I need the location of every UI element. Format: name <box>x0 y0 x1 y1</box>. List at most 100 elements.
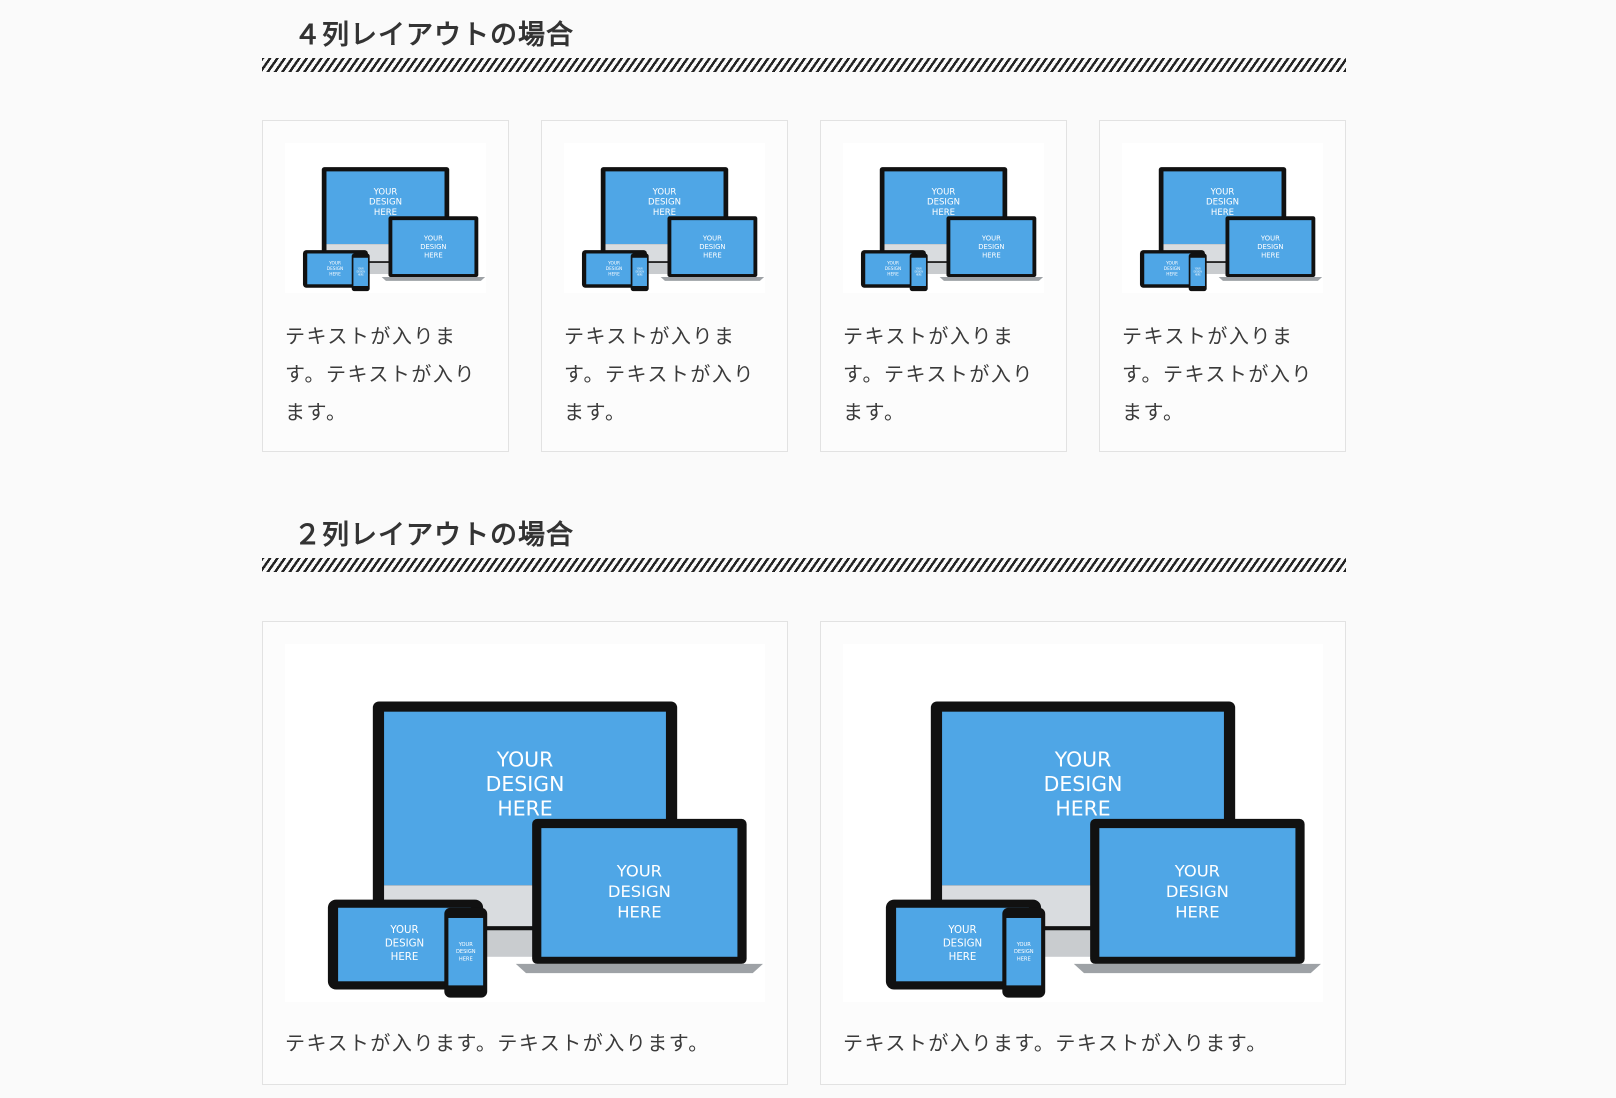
screen-label: HERE <box>887 272 899 278</box>
screen-label: YOUR <box>458 942 474 948</box>
screen-label: DESIGN <box>648 198 681 208</box>
screen-label: DESIGN <box>636 270 645 273</box>
screen-label: YOUR <box>1165 260 1178 266</box>
screen-label: HERE <box>637 273 643 276</box>
screen-label: HERE <box>608 272 620 278</box>
screen-label: HERE <box>1175 902 1219 921</box>
laptop-screen <box>1229 220 1312 275</box>
screen-label: DESIGN <box>1257 243 1283 251</box>
laptop-screen <box>541 828 738 957</box>
laptop-base <box>1073 963 1321 974</box>
device-mockup-svg: YOURDESIGNHEREYOURDESIGNHEREYOURDESIGNHE… <box>1139 167 1323 292</box>
screen-label: HERE <box>459 956 473 962</box>
screen-label: DESIGN <box>608 882 671 901</box>
screen-label: HERE <box>703 252 722 260</box>
laptop-screen <box>950 220 1033 275</box>
laptop-base <box>660 277 765 281</box>
screen-label: YOUR <box>931 187 956 197</box>
screen-label: HERE <box>497 797 552 821</box>
screen-label: HERE <box>329 272 341 278</box>
screen-label: YOUR <box>1210 187 1235 197</box>
device-mockup-svg: YOURDESIGNHEREYOURDESIGNHEREYOURDESIGNHE… <box>327 701 763 998</box>
screen-label: YOUR <box>637 267 643 270</box>
laptop-base <box>939 277 1044 281</box>
screen-label: YOUR <box>423 235 443 243</box>
screen-label: YOUR <box>1260 235 1280 243</box>
screen-label: HERE <box>932 208 955 218</box>
section-heading: ２列レイアウトの場合 <box>294 520 574 551</box>
device-mockup-svg: YOURDESIGNHEREYOURDESIGNHEREYOURDESIGNHE… <box>302 167 486 292</box>
screen-label: HERE <box>1055 797 1110 821</box>
device-mockup-svg: YOURDESIGNHEREYOURDESIGNHEREYOURDESIGNHE… <box>581 167 765 292</box>
card-text: テキストが入ります。テキストが入ります。 <box>843 324 1034 424</box>
screen-label: HERE <box>949 952 977 963</box>
phone-screen <box>448 917 484 986</box>
heading-stripe-divider <box>262 558 1346 572</box>
screen-label: HERE <box>617 902 661 921</box>
screen-label: YOUR <box>1054 748 1112 772</box>
phone-screen <box>1006 917 1042 986</box>
screen-label: YOUR <box>1016 942 1032 948</box>
screen-label: DESIGN <box>1044 772 1123 796</box>
laptop-base <box>381 277 486 281</box>
screen-label: HERE <box>358 273 364 276</box>
screen-label: DESIGN <box>357 270 366 273</box>
phone-screen <box>353 257 368 286</box>
screen-label: DESIGN <box>915 270 924 273</box>
screen-label: DESIGN <box>699 243 725 251</box>
screen-label: DESIGN <box>1166 882 1229 901</box>
screen-label: YOUR <box>616 862 662 881</box>
screen-label: HERE <box>653 208 676 218</box>
screen-label: HERE <box>982 252 1001 260</box>
screen-label: YOUR <box>389 925 418 936</box>
screen-label: DESIGN <box>456 949 476 955</box>
screen-label: DESIGN <box>385 939 424 950</box>
card-text: テキストが入ります。テキストが入ります。 <box>564 324 755 424</box>
screen-label: DESIGN <box>1164 266 1180 272</box>
phone-screen <box>632 257 647 286</box>
screen-label: YOUR <box>886 260 899 266</box>
screen-label: YOUR <box>373 187 398 197</box>
phone-screen <box>1190 257 1205 286</box>
laptop-base <box>1218 277 1323 281</box>
screen-label: DESIGN <box>486 772 565 796</box>
screen-label: DESIGN <box>420 243 446 251</box>
card-text: テキストが入ります。テキストが入ります。 <box>285 324 476 424</box>
screen-label: HERE <box>1166 272 1178 278</box>
screen-label: HERE <box>1017 956 1031 962</box>
screen-label: DESIGN <box>885 266 901 272</box>
card-text: テキストが入ります。テキストが入ります。 <box>1122 324 1313 424</box>
screen-label: YOUR <box>1195 267 1201 270</box>
device-mockup-svg: YOURDESIGNHEREYOURDESIGNHEREYOURDESIGNHE… <box>860 167 1044 292</box>
screen-label: YOUR <box>496 748 554 772</box>
screen-label: DESIGN <box>927 198 960 208</box>
screen-label: DESIGN <box>369 198 402 208</box>
screen-label: YOUR <box>607 260 620 266</box>
screen-label: YOUR <box>358 267 364 270</box>
screen-label: YOUR <box>1174 862 1220 881</box>
laptop-screen <box>1099 828 1296 957</box>
screen-label: YOUR <box>947 925 976 936</box>
screen-label: HERE <box>374 208 397 218</box>
screen-label: YOUR <box>916 267 922 270</box>
screen-label: DESIGN <box>1194 270 1203 273</box>
laptop-screen <box>671 220 754 275</box>
screen-label: YOUR <box>652 187 677 197</box>
phone-screen <box>911 257 926 286</box>
card-text: テキストが入ります。テキストが入ります。 <box>843 1031 1268 1055</box>
heading-stripe-divider <box>262 58 1346 72</box>
screen-label: DESIGN <box>1014 949 1034 955</box>
screen-label: HERE <box>391 952 419 963</box>
device-mockup-svg: YOURDESIGNHEREYOURDESIGNHEREYOURDESIGNHE… <box>885 701 1321 998</box>
